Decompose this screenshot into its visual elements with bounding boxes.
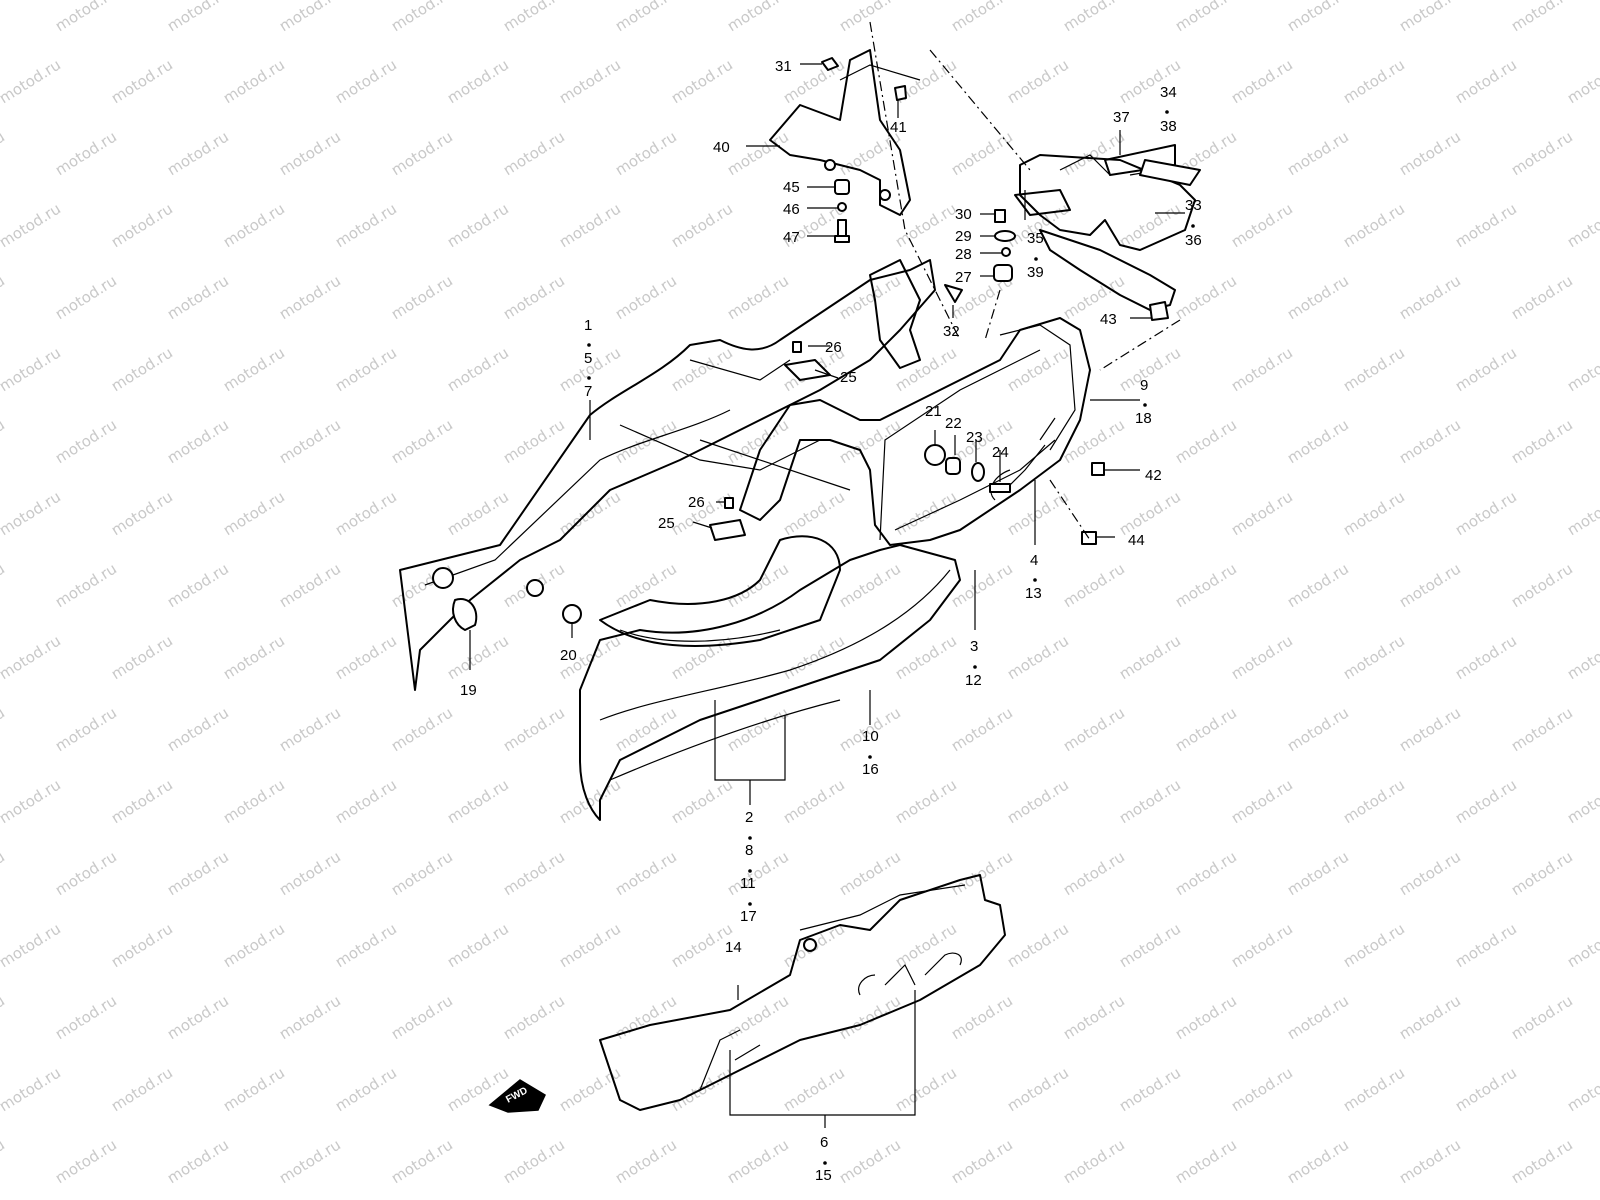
screw-42: [1091, 462, 1105, 476]
callout-labels: 1 5 7 2 8 11 17 3 12 4 13 6 15 9 18 10 1…: [460, 58, 1202, 1184]
screw-26a: [792, 341, 802, 353]
callout-32: 32: [943, 323, 960, 340]
hardware: [452, 57, 1201, 631]
callout-1: 1: [584, 317, 592, 334]
callout-40: 40: [713, 139, 730, 156]
screw-26b: [724, 497, 734, 509]
collar-46: [837, 202, 847, 212]
callout-31: 31: [775, 58, 792, 75]
callout-39: 39: [1027, 264, 1044, 281]
callout-17: 17: [740, 908, 757, 925]
collar-22: [945, 457, 961, 475]
tail-cowl-frame: [399, 259, 936, 691]
callout-8: 8: [745, 842, 753, 859]
callout-15: 15: [815, 1167, 832, 1184]
callout-35: 35: [1027, 230, 1044, 247]
washer-29: [994, 230, 1016, 242]
callout-45: 45: [783, 179, 800, 196]
callout-22: 22: [945, 415, 962, 432]
callout-28: 28: [955, 246, 972, 263]
grommet-19: [452, 598, 478, 631]
rear-bracket: [769, 49, 921, 216]
reflector-34: [1139, 159, 1201, 186]
callout-7: 7: [584, 383, 592, 400]
collar-28: [1001, 247, 1011, 257]
callout-21: 21: [925, 403, 942, 420]
callout-26b: 26: [688, 494, 705, 511]
callout-10: 10: [862, 728, 879, 745]
stay-bracket: [869, 259, 921, 369]
callout-11: 11: [740, 875, 756, 892]
callout-5: 5: [584, 350, 592, 367]
fwd-arrow-icon: FWD: [488, 1079, 546, 1113]
callout-37: 37: [1113, 109, 1130, 126]
callout-6: 6: [820, 1134, 828, 1151]
callout-42: 42: [1145, 467, 1162, 484]
callout-36: 36: [1185, 232, 1202, 249]
callout-13: 13: [1025, 585, 1042, 602]
callout-16: 16: [862, 761, 879, 778]
callout-9: 9: [1140, 377, 1148, 394]
callout-4: 4: [1030, 552, 1038, 569]
washer-23: [971, 462, 985, 482]
callout-23: 23: [966, 429, 983, 446]
callout-26a: 26: [825, 339, 842, 356]
leader-lines: [469, 63, 1185, 1128]
callout-20: 20: [560, 647, 577, 664]
callout-41: 41: [890, 119, 907, 136]
callout-24: 24: [992, 444, 1009, 461]
callout-12: 12: [965, 672, 982, 689]
plate-25b: [709, 519, 746, 541]
callout-19: 19: [460, 682, 477, 699]
bracket-43: [1149, 301, 1169, 321]
rear-fender-pan: [599, 535, 841, 647]
side-cover: [599, 874, 1006, 1111]
grommet-20: [562, 604, 582, 624]
cushion-27: [993, 264, 1013, 282]
callout-43: 43: [1100, 311, 1117, 328]
callout-25b: 25: [658, 515, 675, 532]
callout-2: 2: [745, 809, 753, 826]
screw-24: [989, 483, 1011, 493]
callout-38: 38: [1160, 118, 1177, 135]
callout-33: 33: [1185, 197, 1202, 214]
bolt-47-head: [834, 235, 850, 243]
callout-34: 34: [1160, 84, 1177, 101]
callout-separator-dots: [587, 110, 1195, 1165]
bolt-31: [821, 57, 839, 71]
callout-3: 3: [970, 638, 978, 655]
center-lines: [869, 21, 1181, 541]
callout-29: 29: [955, 228, 972, 245]
grommet-21: [924, 444, 946, 466]
callout-46: 46: [783, 201, 800, 218]
callout-47: 47: [783, 229, 800, 246]
callout-18: 18: [1135, 410, 1152, 427]
cushion-45: [834, 179, 850, 195]
seat-tail-cowl: [579, 317, 1091, 821]
bolt-41: [894, 85, 907, 101]
callout-27: 27: [955, 269, 972, 286]
callout-14: 14: [725, 939, 742, 956]
clip-32: [944, 284, 963, 303]
callout-30: 30: [955, 206, 972, 223]
callout-44: 44: [1128, 532, 1145, 549]
plate-25a: [784, 359, 831, 381]
bolt-30: [994, 209, 1006, 223]
callout-25a: 25: [840, 369, 857, 386]
